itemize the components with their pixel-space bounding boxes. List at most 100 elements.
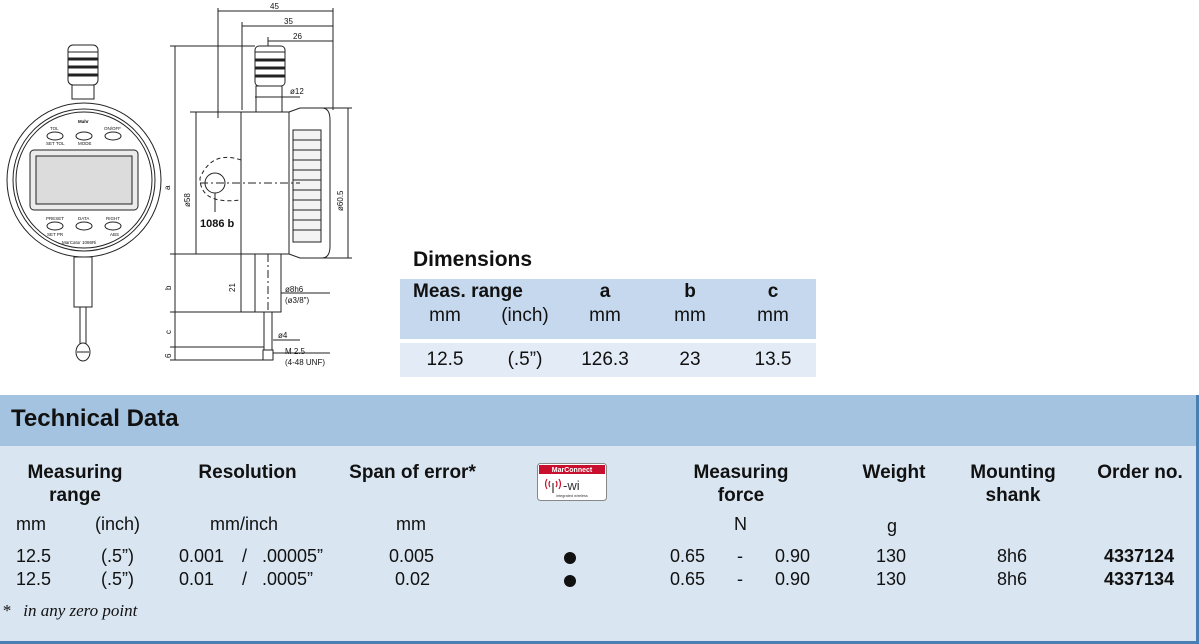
dim-21: 21 [228, 283, 237, 292]
row2-shank: 8h6 [997, 569, 1028, 589]
row1-res-mm: 0.001 [179, 546, 225, 566]
data-label: DATA [78, 216, 89, 221]
unit-resolution: mm/inch [210, 514, 279, 534]
dim-35: 35 [284, 17, 293, 26]
footnote: * in any zero point [2, 601, 137, 621]
technical-data-title: Technical Data [11, 405, 179, 432]
row2-res-sep: / [242, 569, 248, 589]
header-a: a [599, 281, 611, 302]
tol-button [46, 131, 64, 141]
technical-drawing: 45 35 26 ø12 a ø58 ø60.5 b 21 c 6 ø8h6 (… [6, 2, 352, 367]
dimensions-table: Meas. range a b c mm (inch) mm mm mm 12.… [400, 279, 816, 377]
right-label: RIGHT [106, 216, 120, 221]
header-b: b [684, 281, 696, 302]
col-mounting-shank: Mounting shank [970, 462, 1056, 506]
dim-d60-5: ø60.5 [336, 190, 345, 211]
col-resolution: Resolution [198, 462, 297, 483]
dim-b: b [164, 285, 173, 290]
model-callout: 1086 b [200, 218, 235, 230]
dim-d4: ø4 [278, 331, 288, 340]
row1-order-no: 4337124 [1104, 546, 1175, 566]
value-b: 23 [679, 349, 701, 370]
unit-weight: g [887, 516, 898, 536]
side-crown [254, 45, 286, 113]
side-contact-point [262, 349, 274, 361]
dim-unf: (4-48 UNF) [285, 358, 325, 367]
footnote-text: in any zero point [23, 601, 138, 620]
col-order-no: Order no. [1097, 462, 1183, 483]
value-range-inch: (.5”) [507, 349, 543, 370]
value-c: 13.5 [754, 349, 792, 370]
row2-force-min: 0.65 [670, 569, 706, 589]
set-tol-label: SET TOL [46, 141, 65, 146]
col-measuring-range: Measuring range [27, 462, 123, 506]
antenna-icon [544, 478, 562, 493]
row1-range-inch: (.5”) [101, 546, 134, 566]
badge-sub: integrated wireless [556, 494, 588, 498]
abs-label: ABS [110, 232, 119, 237]
dim-d58: ø58 [183, 193, 192, 207]
unit-inch: (inch) [501, 305, 549, 326]
brand-label: Mahr [78, 119, 89, 124]
header-c: c [767, 281, 779, 302]
preset-label: PRESET [46, 216, 64, 221]
row2-weight: 130 [876, 569, 907, 589]
row1-res-sep: / [242, 546, 248, 566]
row2-res-mm: 0.01 [179, 569, 215, 589]
front-stem [73, 256, 93, 308]
right-button [104, 221, 122, 231]
row1-res-inch: .00005” [262, 546, 324, 566]
badge-label: -wi [563, 478, 580, 493]
technical-data-panel: Technical Data Measuring range Resolutio… [0, 395, 1199, 644]
col-measuring-force: Measuring force [693, 462, 789, 506]
unit-b: mm [674, 305, 706, 326]
dim-a: a [163, 185, 172, 190]
dimensions-title: Dimensions [413, 248, 533, 271]
tol-label: TOL [50, 126, 59, 131]
on-off-button [104, 131, 122, 141]
model-label: MarCator 1086Ri [62, 240, 96, 245]
dimensions-unit-row: mm (inch) mm mm mm [400, 305, 816, 339]
dim-45: 45 [270, 2, 279, 11]
data-button [75, 221, 93, 231]
row2-range-inch: (.5”) [101, 569, 134, 589]
mode-button [75, 131, 93, 141]
footnote-mark: * [2, 601, 11, 620]
on-off-label: ON/OFF [104, 126, 121, 131]
dimensions-header-row: Meas. range a b c [400, 279, 816, 305]
set-pr-label: SET PR [47, 232, 64, 237]
value-range-mm: 12.5 [426, 349, 464, 370]
row2-res-inch: .0005” [262, 569, 314, 589]
front-crown [67, 44, 99, 100]
preset-button [46, 221, 64, 231]
dim-26: 26 [293, 32, 302, 41]
dim-m2-5: M 2.5 [285, 347, 306, 356]
dim-d8h6: ø8h6 [285, 285, 304, 294]
row1-force-min: 0.65 [670, 546, 706, 566]
row2-order-no: 4337134 [1104, 569, 1175, 589]
col-span-of-error: Span of error* [349, 462, 476, 483]
row1-wireless-dot [564, 552, 576, 564]
unit-mm: mm [429, 305, 461, 326]
mode-label: MODE [78, 141, 92, 146]
badge-brand: MarConnect [552, 467, 593, 474]
unit-c: mm [757, 305, 789, 326]
unit-error: mm [396, 514, 426, 534]
row1-force-max: 0.90 [775, 546, 811, 566]
dimensions-value-row: 12.5 (.5”) 126.3 23 13.5 [400, 343, 816, 377]
unit-force: N [734, 514, 747, 534]
marconnect-wireless-badge: MarConnect -wi integrated wireless [537, 463, 607, 501]
row1-weight: 130 [876, 546, 907, 566]
row2-range-mm: 12.5 [16, 569, 52, 589]
unit-range-inch: (inch) [95, 514, 141, 534]
technical-data-header: Technical Data [0, 395, 1196, 446]
row2-wireless-dot [564, 575, 576, 587]
unit-range-mm: mm [16, 514, 46, 534]
row1-force-sep: - [737, 546, 743, 566]
col-weight: Weight [862, 462, 926, 483]
row2-force-sep: - [737, 569, 743, 589]
dim-d3-8: (ø3/8") [285, 296, 310, 305]
dim-c: c [164, 330, 173, 334]
row2-force-max: 0.90 [775, 569, 811, 589]
row2-error: 0.02 [395, 569, 431, 589]
